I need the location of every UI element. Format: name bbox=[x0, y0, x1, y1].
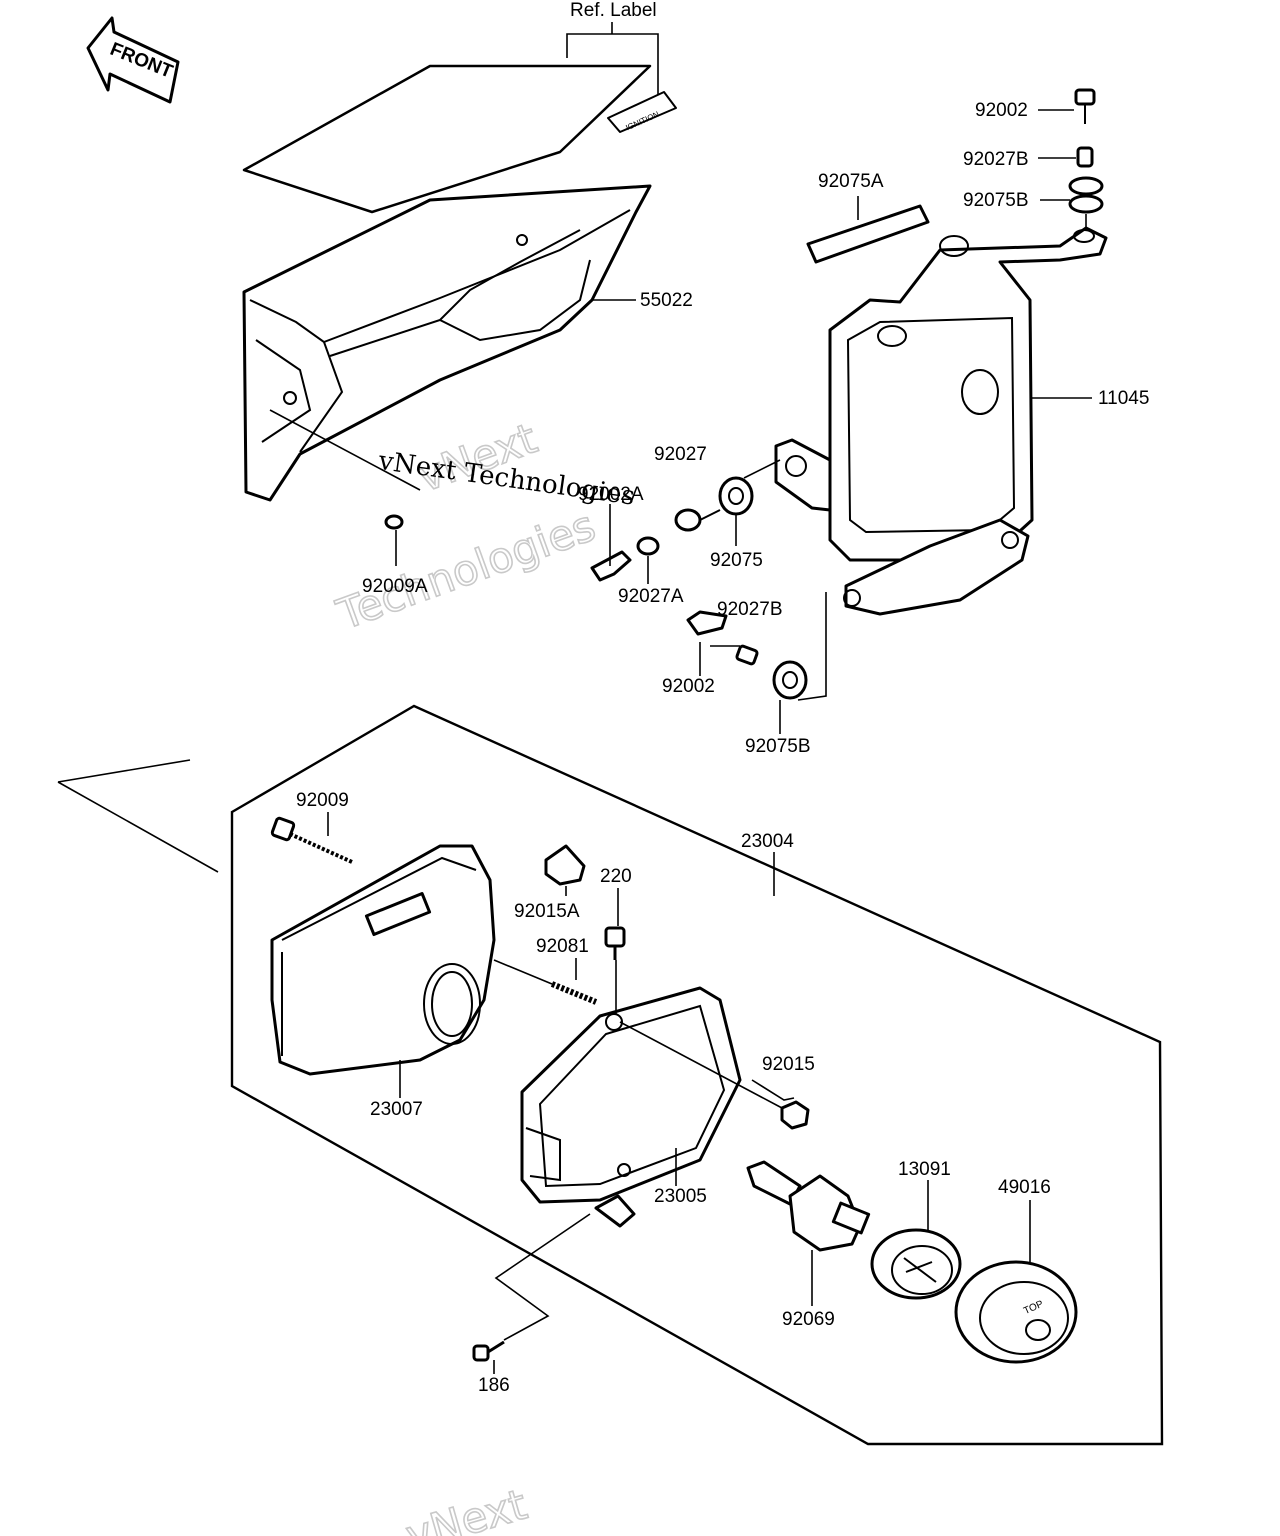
label-92075: 92075 bbox=[710, 550, 763, 571]
label-186: 186 bbox=[478, 1375, 510, 1396]
label-11045: 11045 bbox=[1098, 388, 1149, 409]
front-arrow-badge: FRONT bbox=[86, 16, 180, 104]
reference-label-sheet bbox=[242, 64, 652, 214]
screw-220 bbox=[604, 926, 626, 960]
leader-lines bbox=[327, 109, 1092, 1374]
label-92027A: 92027A bbox=[618, 586, 684, 607]
label-23007: 23007 bbox=[370, 1099, 423, 1120]
label-92009A: 92009A bbox=[362, 576, 428, 597]
label-92075B-mid: 92075B bbox=[745, 736, 811, 757]
label-92081: 92081 bbox=[536, 936, 589, 957]
label-92009: 92009 bbox=[296, 790, 349, 811]
label-13091: 13091 bbox=[898, 1159, 951, 1180]
label-23004: 23004 bbox=[741, 831, 794, 852]
headlight-unit-23007 bbox=[270, 844, 496, 1076]
headlight-cover-55022 bbox=[242, 184, 652, 502]
ref-label-sticker bbox=[607, 91, 677, 133]
label-92002-mid: 92002 bbox=[662, 676, 715, 697]
bulb-boot-13091 bbox=[870, 1228, 962, 1300]
headlight-frame-23005 bbox=[520, 986, 742, 1228]
screw-92009 bbox=[270, 816, 353, 864]
screw-186 bbox=[472, 1340, 505, 1362]
rubber-strip-92075A bbox=[806, 204, 930, 264]
top-hardware-stack bbox=[1068, 88, 1104, 244]
label-92027: 92027 bbox=[654, 444, 707, 465]
label-220: 220 bbox=[600, 866, 632, 887]
label-23005: 23005 bbox=[654, 1186, 707, 1207]
ref-label-text: Ref. Label bbox=[570, 0, 657, 21]
headlight-bracket-11045 bbox=[774, 226, 1108, 701]
part-labels: 92002 92027B 92075A 92075B 55022 11045 9… bbox=[296, 100, 1149, 1396]
label-92015A: 92015A bbox=[514, 901, 580, 922]
mount-hardware-middle bbox=[384, 476, 808, 700]
label-92069: 92069 bbox=[782, 1309, 835, 1330]
assembly-outline-23004 bbox=[230, 704, 1164, 1446]
label-92075B-top: 92075B bbox=[963, 190, 1029, 211]
label-92015: 92015 bbox=[762, 1054, 815, 1075]
label-92002A: 92002A bbox=[578, 484, 644, 505]
label-92002-top: 92002 bbox=[975, 100, 1028, 121]
dust-cap-49016: TOP bbox=[954, 1260, 1078, 1364]
watermark-bottom: vNext bbox=[401, 1480, 532, 1536]
spring-92081 bbox=[550, 981, 598, 1005]
nut-92015 bbox=[780, 1100, 810, 1130]
label-92027B-top: 92027B bbox=[963, 149, 1029, 170]
label-92027B-mid: 92027B bbox=[717, 599, 783, 620]
label-49016: 49016 bbox=[998, 1177, 1051, 1198]
ref-label-group: Ref. Label IGNITION bbox=[566, 0, 677, 133]
label-92075A: 92075A bbox=[818, 171, 884, 192]
bulb-92069 bbox=[746, 1160, 871, 1252]
watermark-line2: Technologies bbox=[330, 501, 601, 640]
label-55022: 55022 bbox=[640, 290, 693, 311]
clip-92015A bbox=[544, 844, 586, 886]
